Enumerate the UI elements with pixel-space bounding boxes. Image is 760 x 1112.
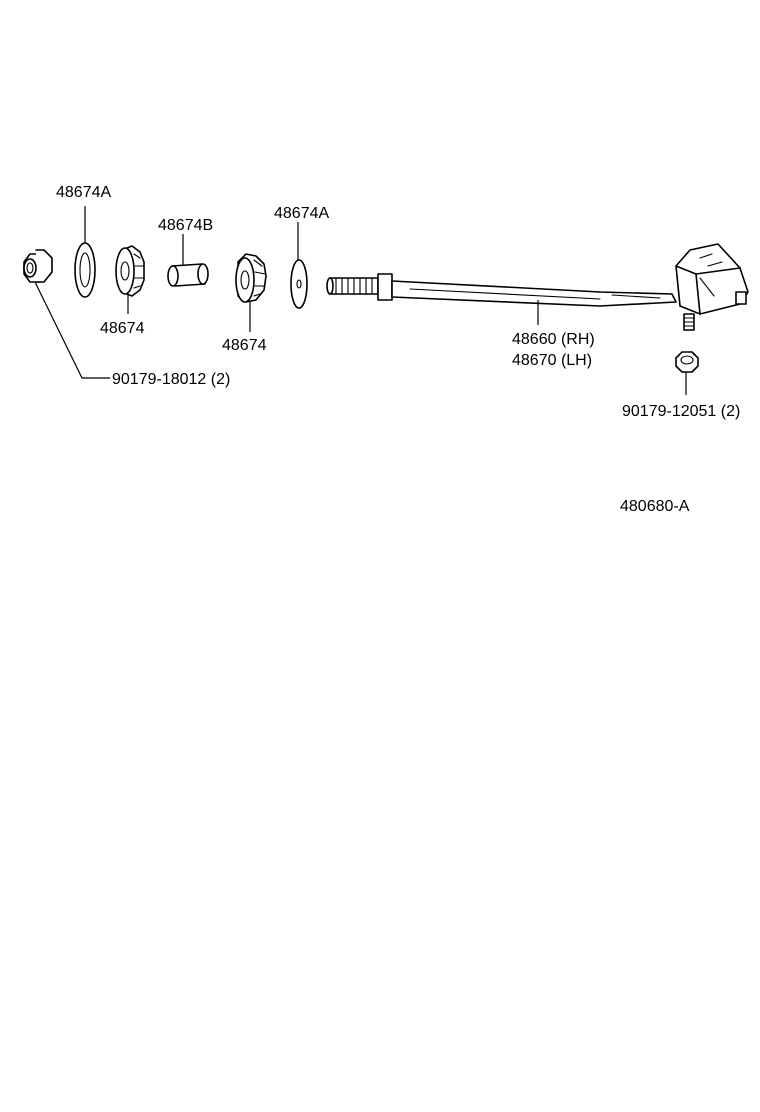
- bushing-right-part: [235, 253, 267, 303]
- leader-lines: [34, 206, 687, 395]
- label-bushing-right: 48674: [222, 337, 267, 354]
- label-arm-rh: 48660 (RH): [512, 331, 595, 348]
- label-diagram-code: 480680-A: [620, 498, 690, 515]
- label-arm-lh: 48670 (LH): [512, 352, 592, 369]
- label-washer-a-left: 48674A: [56, 184, 111, 201]
- washer-a-right-part: [290, 259, 308, 309]
- spacer-b-part: [167, 263, 209, 287]
- bushing-left-part: [115, 245, 145, 297]
- label-bushing-left: 48674: [100, 320, 145, 337]
- nut-left-part: [23, 249, 53, 283]
- stabilizer-arm-part: [326, 243, 749, 331]
- label-spacer-b: 48674B: [158, 217, 213, 234]
- nut-right-part: [675, 351, 699, 373]
- label-nut-left: 90179-18012 (2): [112, 371, 230, 388]
- label-nut-right: 90179-12051 (2): [622, 403, 740, 420]
- label-washer-a-right: 48674A: [274, 205, 329, 222]
- washer-a-left-part: [74, 242, 96, 298]
